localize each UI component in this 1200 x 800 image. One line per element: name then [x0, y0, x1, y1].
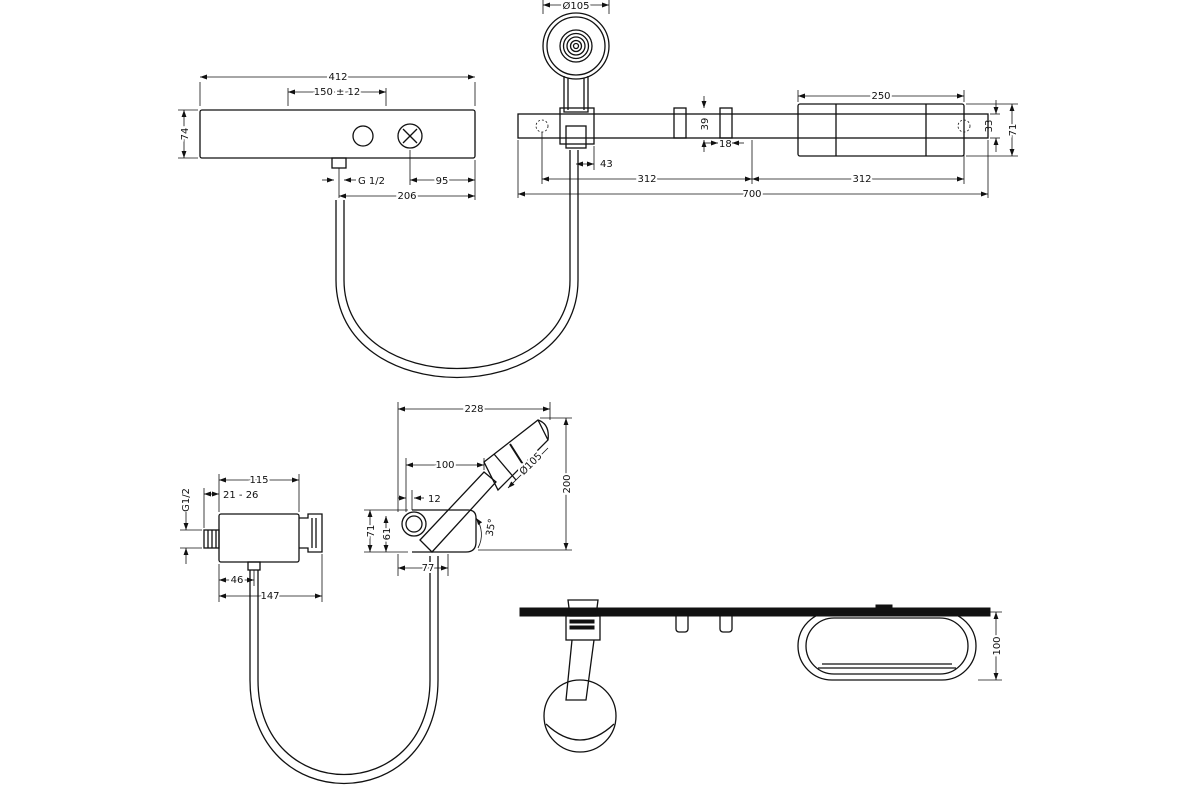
dim-label-bracket-gap: 18	[719, 139, 732, 150]
rail-end-cap-left	[535, 119, 549, 133]
dim-label-outlet-offset: 206	[397, 191, 416, 202]
holder-body	[412, 509, 477, 553]
dim-label-holder-height: 200	[562, 474, 573, 493]
dim-label-side-thread: G1/2	[181, 488, 192, 512]
shower-head-outline	[542, 12, 610, 80]
dim-label-holder-width: 77	[422, 563, 435, 574]
dim-label-side-outlet: 46	[231, 575, 244, 586]
shelf-front	[797, 103, 965, 157]
shower-handle	[419, 471, 497, 553]
mixer-side-body	[218, 513, 300, 563]
hose-upper	[335, 150, 579, 378]
rail-front-view: 39 250 33 71 43 18 312 312	[517, 89, 1021, 202]
dim-label-shelf-height: 33	[984, 120, 995, 133]
dim-label-holder-height: 39	[700, 118, 711, 131]
dim-label-total-length: 700	[742, 189, 761, 200]
hand-shower-top-view: Ø105	[542, 0, 610, 113]
dim-label-span-left: 312	[637, 174, 656, 185]
dim-label-holder-diameter: Ø105	[517, 450, 545, 478]
bracket-top-left	[675, 611, 689, 633]
bracket-right	[719, 107, 733, 139]
dim-label-spacing: 150 ± 12	[314, 87, 361, 98]
bracket-left	[673, 107, 687, 139]
dim-label-holder-inner: 61	[382, 528, 393, 541]
holder-side-view: 228 100 Ø105 200 12 71 61 35°	[364, 402, 575, 576]
diverter-knob	[352, 125, 374, 147]
mixer-side-outlet	[247, 561, 261, 571]
dim-label-width: 412	[328, 72, 347, 83]
shelf-top	[797, 611, 977, 681]
mixer-outlet	[331, 157, 347, 169]
mixer-top-view: 412 150 ± 12 74 G 1/2 95 206	[178, 70, 476, 204]
dim-label-shelf-width: 250	[871, 91, 890, 102]
mixer-side-view: G1/2 115 21 - 26 46 147	[180, 473, 323, 604]
dim-label-angle: 35°	[485, 518, 499, 537]
dim-label-clearance: 12	[428, 494, 441, 505]
dim-label-reach: 228	[464, 404, 483, 415]
dim-label-side-range: 21 - 26	[223, 490, 258, 501]
dim-label-head-diameter: Ø105	[563, 0, 590, 12]
dim-label-span-right: 312	[852, 174, 871, 185]
rail-top-view: 100	[519, 599, 1005, 753]
dim-label-height: 74	[180, 128, 191, 141]
dim-label-side-total: 147	[260, 591, 279, 602]
dim-label-right-offset: 95	[436, 176, 449, 187]
dim-label-thread: G 1/2	[358, 176, 385, 187]
holder-slider	[559, 107, 595, 145]
dim-label-holder-offset: 43	[600, 159, 613, 170]
rail-bar	[517, 113, 989, 139]
hose-lower	[249, 556, 439, 785]
dim-label-total-height: 71	[1008, 124, 1019, 137]
mixer-body-outline	[199, 109, 476, 159]
holder-pivot	[401, 511, 427, 537]
dim-label-holder-total: 71	[366, 525, 377, 538]
shower-head-top	[543, 679, 617, 753]
dim-label-side-depth: 115	[249, 475, 268, 486]
bracket-top-right	[719, 611, 733, 633]
dim-label-shelf-depth: 100	[992, 636, 1003, 655]
thermostat-knob	[397, 123, 423, 149]
dim-label-head-offset: 100	[435, 460, 454, 471]
